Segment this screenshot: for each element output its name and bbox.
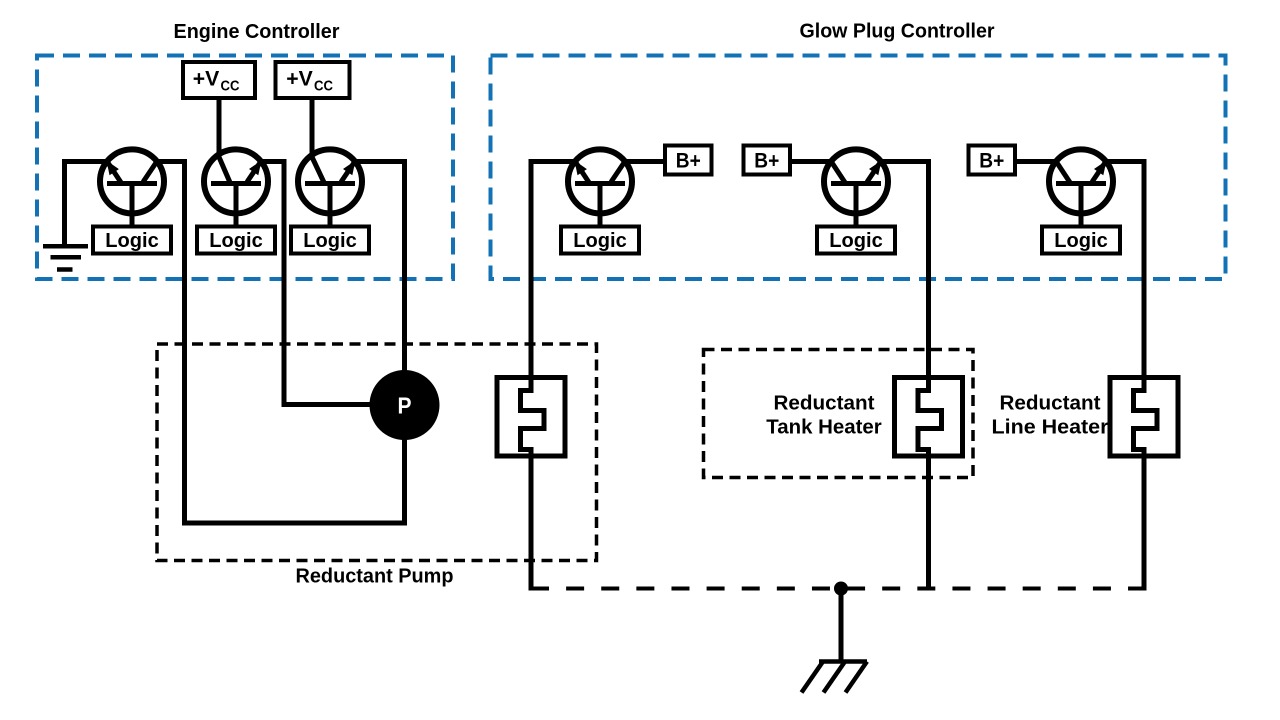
- svg-text:Reductant Pump: Reductant Pump: [296, 565, 454, 588]
- svg-text:Reductant: Reductant: [1000, 392, 1101, 415]
- svg-text:B+: B+: [676, 150, 701, 173]
- svg-text:Logic: Logic: [209, 230, 263, 252]
- svg-text:Logic: Logic: [105, 230, 159, 252]
- svg-text:Line Heater: Line Heater: [992, 416, 1109, 439]
- svg-text:+V: +V: [286, 67, 313, 91]
- svg-text:Engine Controller: Engine Controller: [174, 20, 340, 43]
- svg-text:Reductant: Reductant: [774, 392, 875, 415]
- svg-text:Glow Plug Controller: Glow Plug Controller: [800, 20, 995, 43]
- svg-text:Logic: Logic: [1054, 230, 1108, 252]
- svg-text:B+: B+: [979, 150, 1004, 173]
- svg-text:CC: CC: [314, 79, 333, 95]
- svg-text:CC: CC: [221, 79, 240, 95]
- svg-text:Tank Heater: Tank Heater: [766, 416, 882, 439]
- svg-text:Logic: Logic: [303, 230, 357, 252]
- svg-text:Logic: Logic: [573, 230, 627, 252]
- svg-text:B+: B+: [754, 150, 779, 173]
- svg-text:Logic: Logic: [829, 230, 883, 252]
- svg-text:+V: +V: [193, 67, 220, 91]
- svg-text:P: P: [398, 393, 412, 419]
